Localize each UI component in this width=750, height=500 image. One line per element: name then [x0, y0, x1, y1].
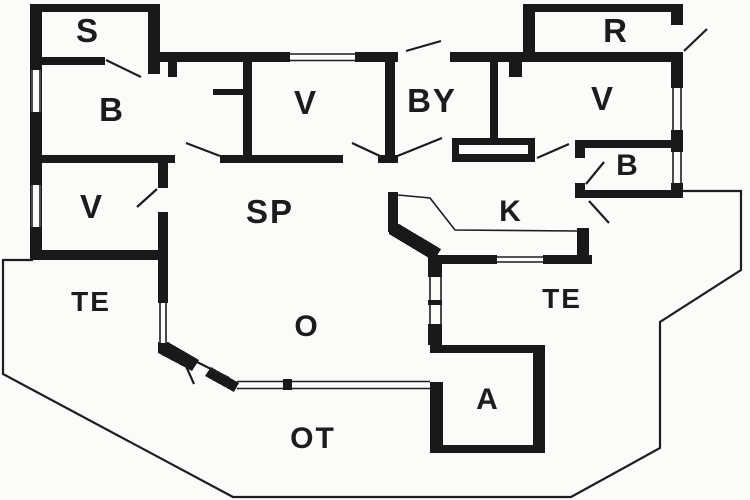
- windows: [31, 53, 682, 390]
- room-label-te-east: TE: [542, 283, 582, 314]
- room-label-s: S: [75, 12, 101, 49]
- room-label-v-center: V: [293, 84, 319, 121]
- walls: [30, 4, 683, 453]
- room-label-k: K: [499, 195, 523, 228]
- room-label-o: O: [294, 310, 320, 343]
- room-label-by: BY: [407, 82, 457, 119]
- room-label-r: R: [603, 12, 629, 49]
- door-swing-lines: [105, 28, 708, 385]
- room-label-b-east: B: [616, 149, 640, 182]
- room-label-sp: SP: [245, 193, 295, 230]
- room-label-te-west: TE: [71, 286, 111, 317]
- kitchen-counter-line: [397, 194, 578, 232]
- room-label-b-northwest: B: [99, 91, 125, 128]
- room-label-v-west: V: [79, 188, 105, 225]
- terrace-boundary-lines: [1, 189, 743, 499]
- room-label-v-east: V: [590, 80, 616, 117]
- room-label-ot: OT: [290, 422, 336, 455]
- room-label-a: A: [476, 383, 500, 416]
